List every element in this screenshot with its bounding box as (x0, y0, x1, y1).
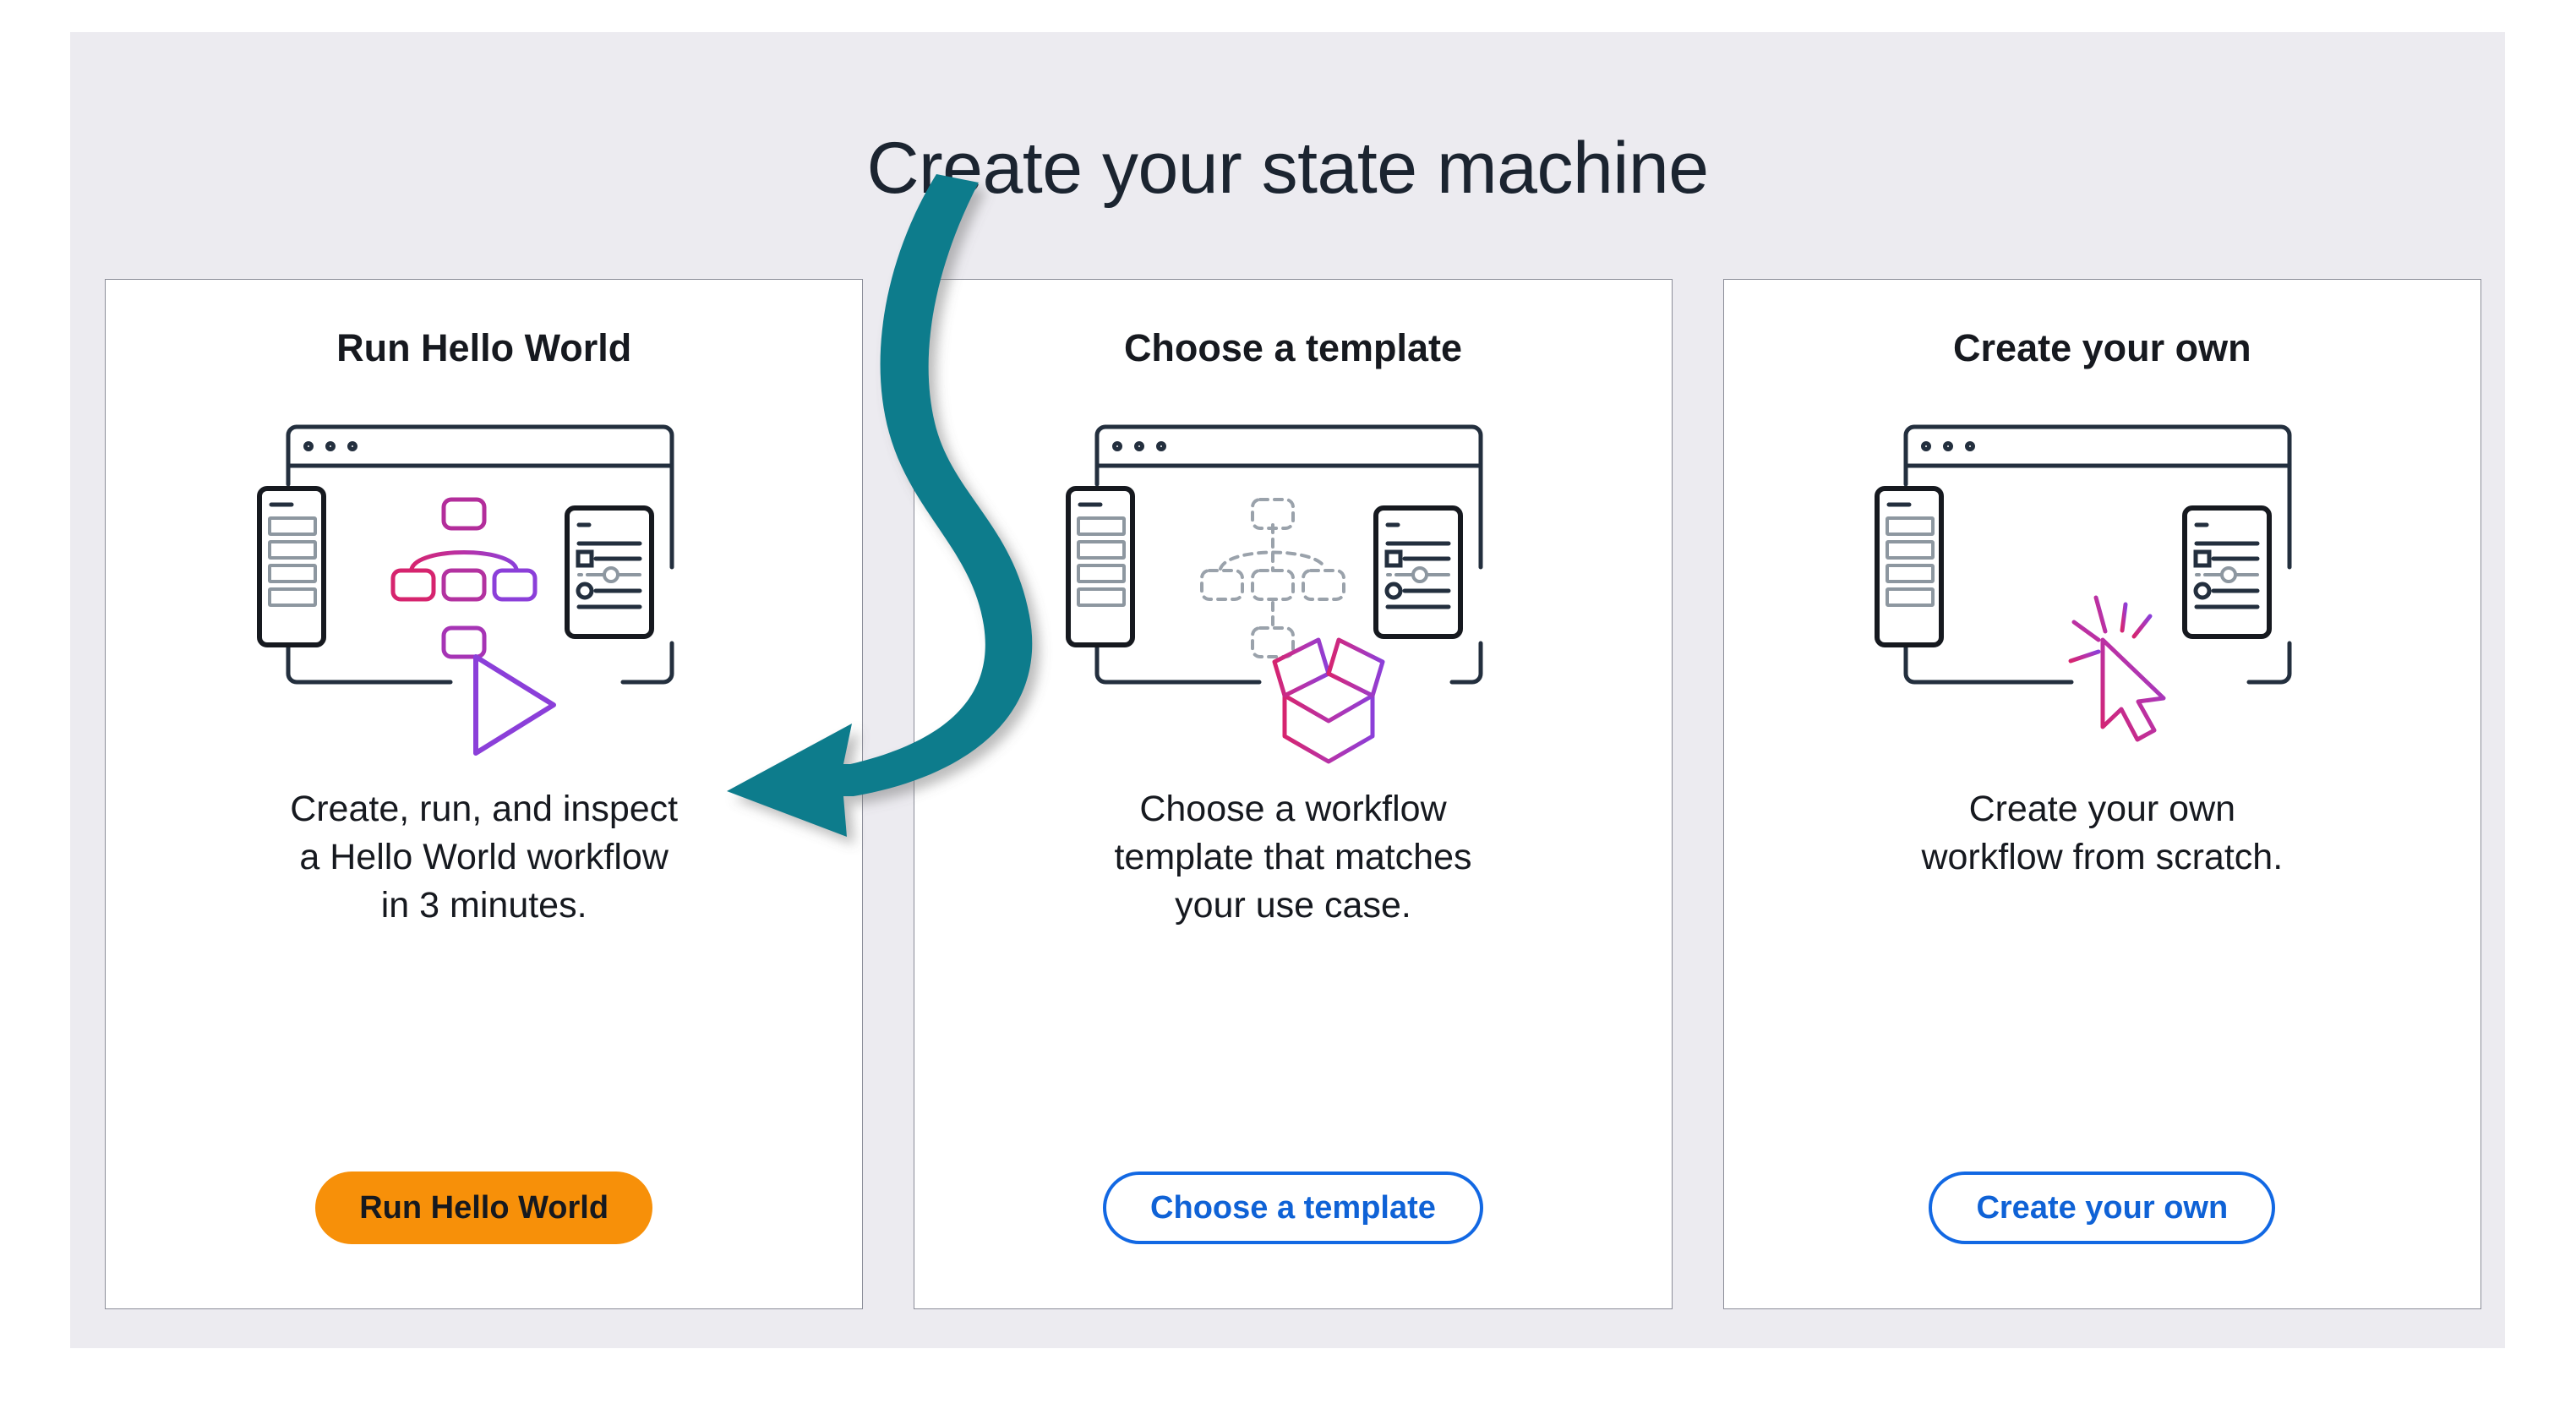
card-description: Create your own workflow from scratch. (1921, 789, 2284, 878)
card-title: Create your own (1953, 326, 2251, 369)
illustration-create-your-own (1840, 390, 2364, 770)
card-create-your-own[interactable]: Create your own (1722, 279, 2481, 1309)
run-hello-world-button[interactable]: Run Hello World (315, 1172, 653, 1244)
card-button-wrap: Create your own (1724, 1172, 2480, 1244)
create-your-own-button[interactable]: Create your own (1929, 1172, 2276, 1244)
illustration-choose-a-template (1031, 390, 1555, 770)
card-run-hello-world[interactable]: Run Hello World (105, 279, 864, 1309)
illustration-run-hello-world (222, 390, 746, 770)
card-button-wrap: Choose a template (914, 1172, 1671, 1244)
card-title: Run Hello World (336, 326, 632, 369)
card-choose-a-template[interactable]: Choose a template (914, 279, 1673, 1309)
card-description: Choose a workflow template that matches … (1114, 789, 1472, 926)
onboarding-panel: Create your state machine Run Hello Worl… (70, 32, 2505, 1348)
card-button-wrap: Run Hello World (106, 1172, 862, 1244)
page-title: Create your state machine (866, 127, 1709, 209)
card-description: Create, run, and inspect a Hello World w… (290, 789, 679, 926)
card-title: Choose a template (1123, 326, 1463, 369)
choose-a-template-button[interactable]: Choose a template (1103, 1172, 1483, 1244)
card-row: Run Hello World (105, 279, 2481, 1309)
